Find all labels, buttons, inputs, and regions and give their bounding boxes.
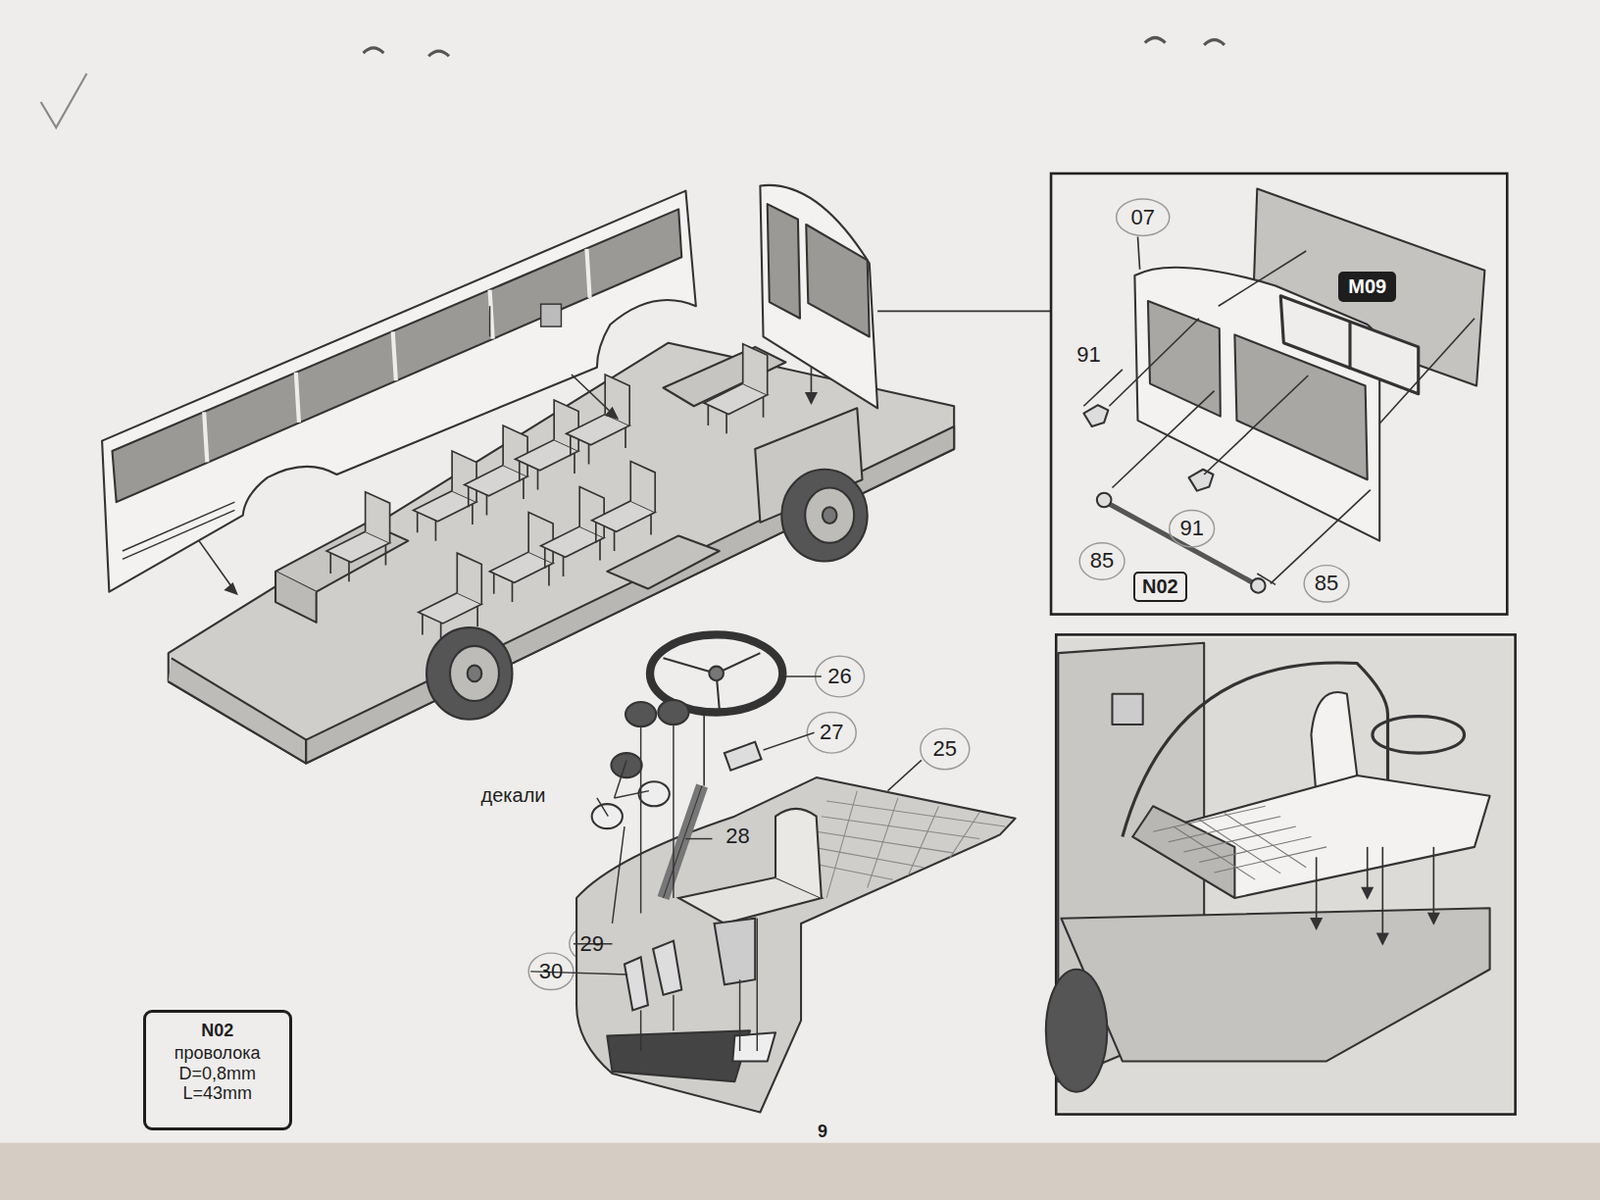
callout-number: 85 (1314, 571, 1339, 596)
callout-number: 25 (933, 737, 957, 761)
callout-number: 85 (1090, 549, 1114, 573)
callout-number: 29 (579, 932, 603, 956)
callout-number: 28 (725, 824, 750, 849)
callout-number: 27 (819, 720, 844, 745)
callout-number: 26 (827, 664, 851, 689)
part-code: N02 (1142, 575, 1179, 599)
part-code: N02 (159, 1020, 276, 1042)
wire-spec: проволока D=0,8mm L=43mm (159, 1043, 276, 1104)
callout-number: декали (481, 784, 547, 806)
part-code: M09 (1348, 275, 1387, 299)
callout-number: 30 (539, 959, 563, 984)
callout-number: 07 (1130, 205, 1154, 230)
callout-number: 91 (1076, 343, 1100, 367)
part-code-box: M09 (1338, 271, 1397, 302)
callout-number: 9 (817, 1122, 828, 1143)
callout-number: 91 (1179, 516, 1203, 541)
part-code-box: N02 (1133, 571, 1188, 602)
wire-spec-box: N02проволока D=0,8mm L=43mm (143, 1009, 293, 1131)
